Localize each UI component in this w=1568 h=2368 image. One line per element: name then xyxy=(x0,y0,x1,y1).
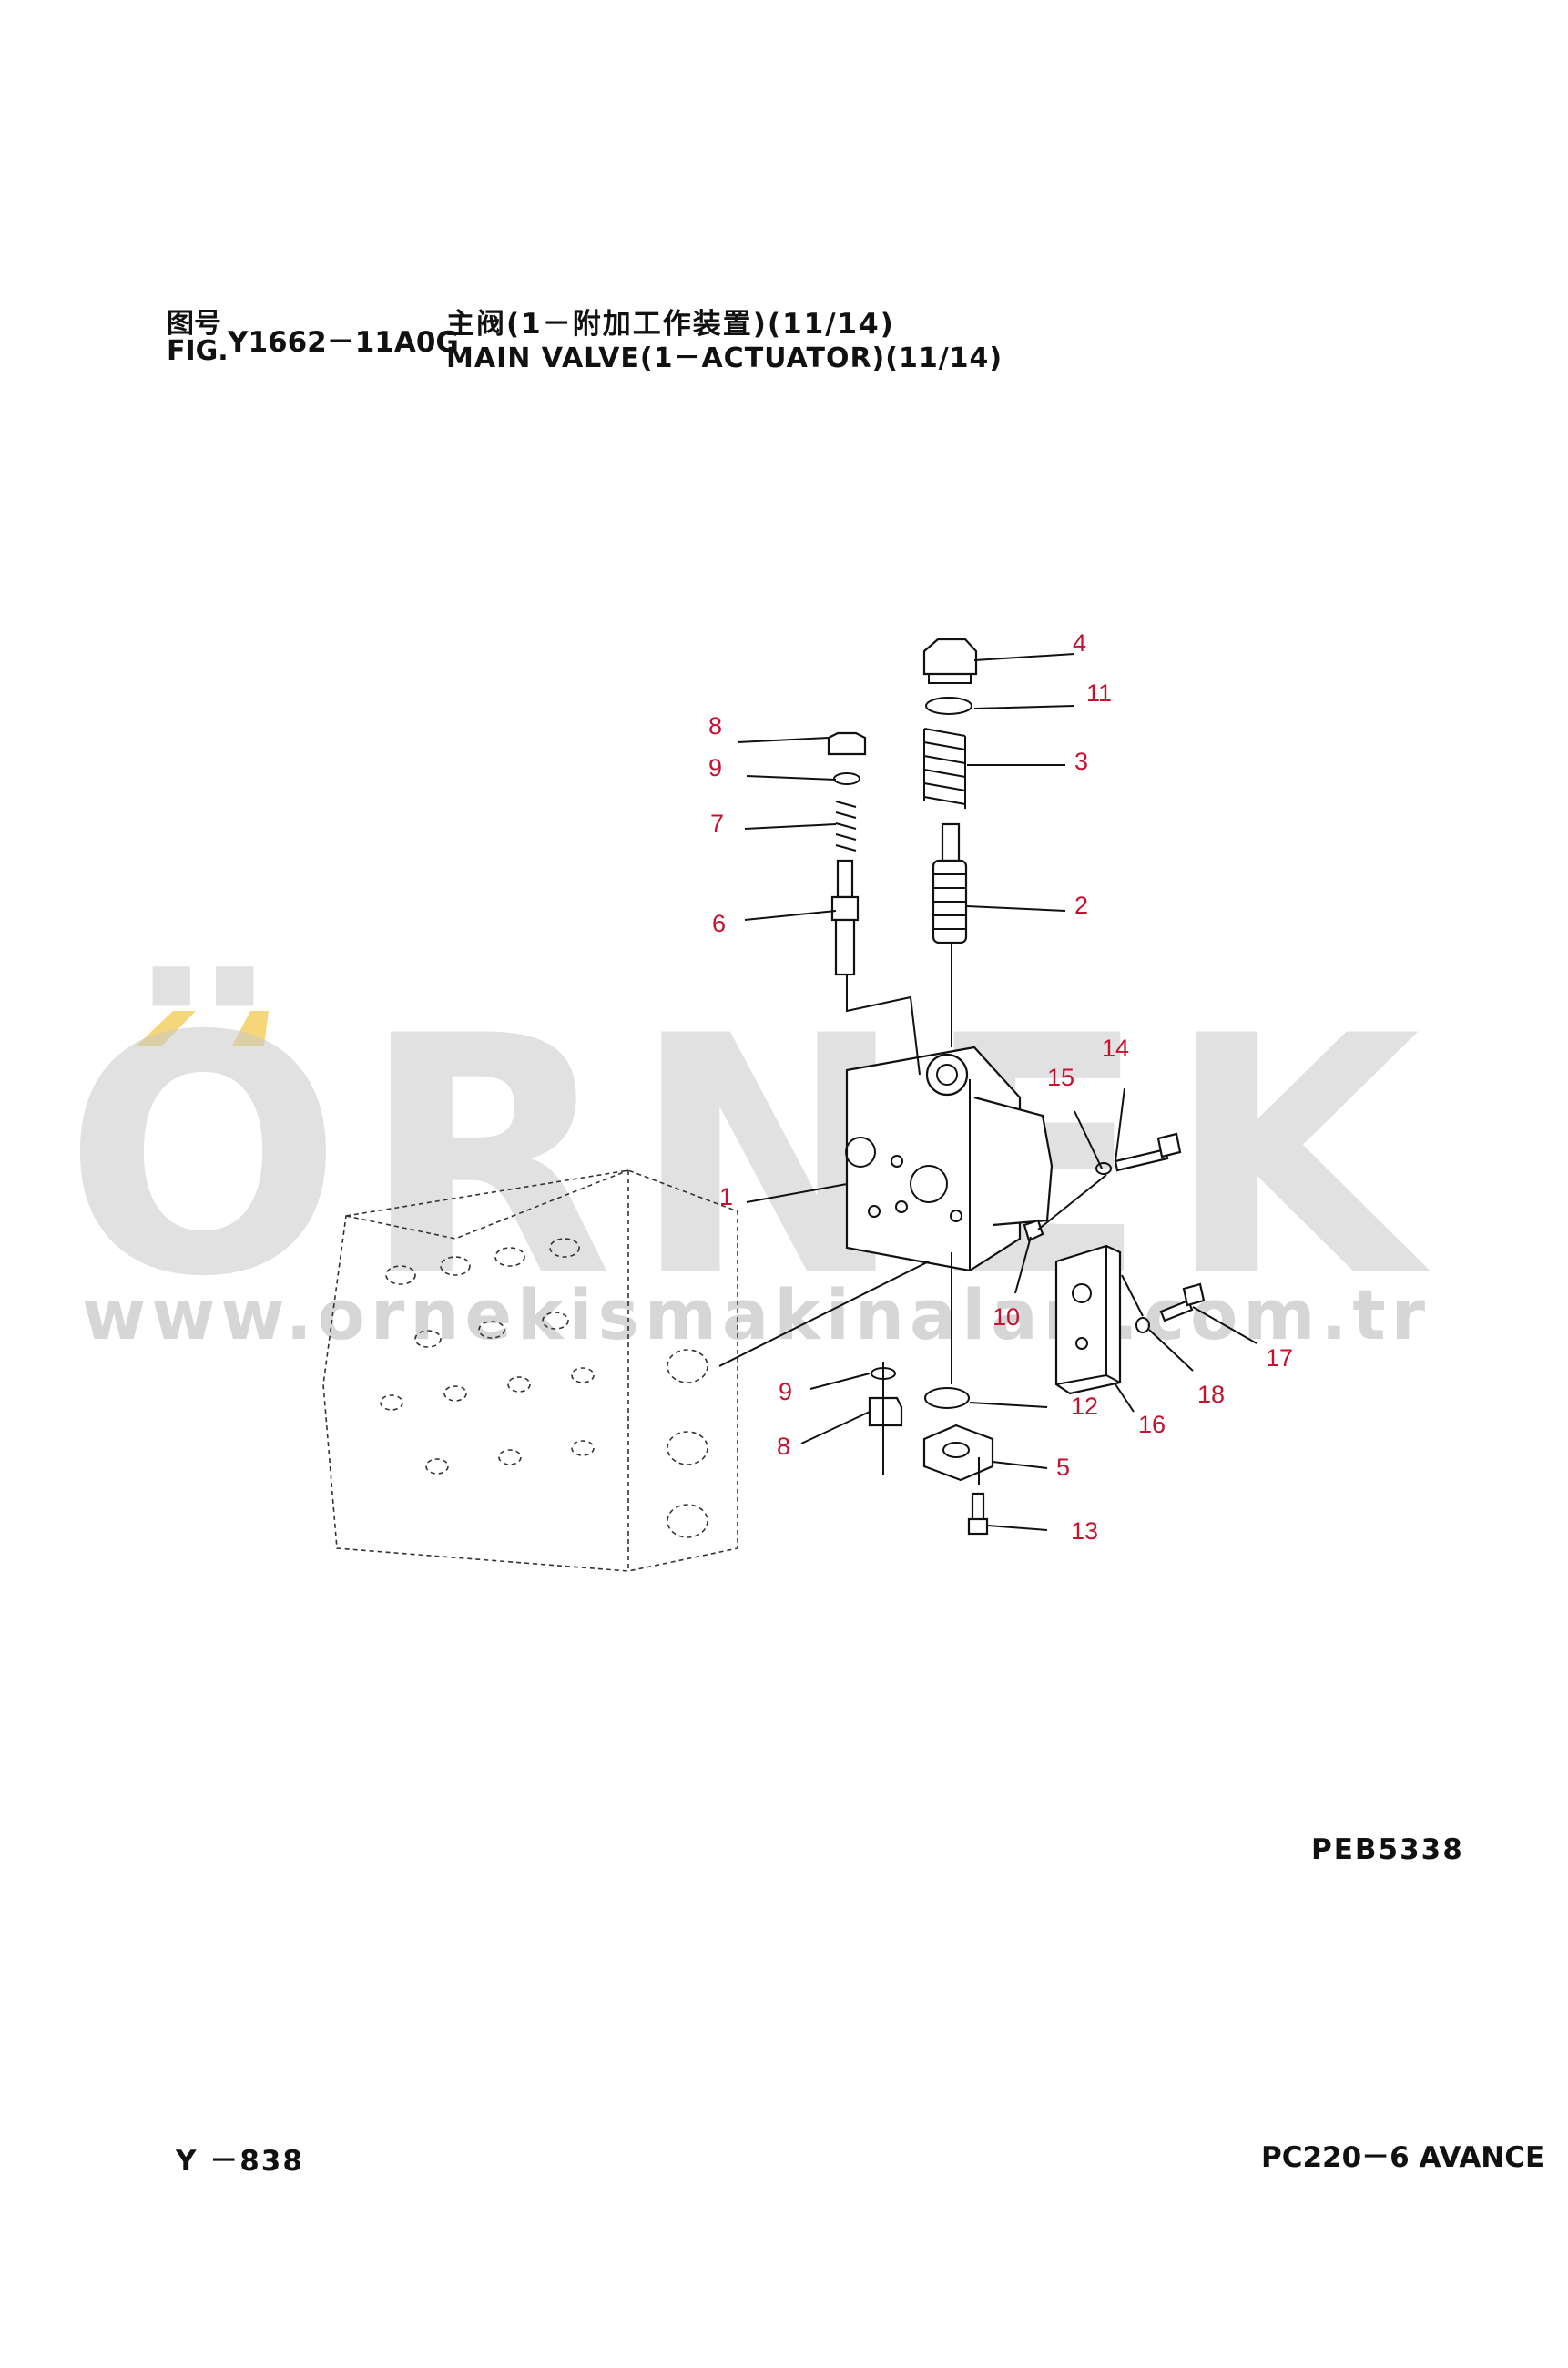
part-15-washer xyxy=(1095,1162,1112,1175)
part-6-spool xyxy=(830,859,860,976)
part-8-plug-top xyxy=(827,731,867,756)
callout-2: 2 xyxy=(1074,892,1088,919)
part-12-o-ring xyxy=(924,1387,970,1409)
callout-15: 15 xyxy=(1047,1064,1074,1091)
model-name: PC220－6 AVANCE xyxy=(1261,2141,1545,2174)
callout-18: 18 xyxy=(1197,1381,1225,1408)
leader-lines xyxy=(718,653,1257,1531)
callout-6: 6 xyxy=(712,910,726,937)
title-english: MAIN VALVE(1－ACTUATOR)(11/14) xyxy=(446,342,1003,374)
callout-10: 10 xyxy=(993,1303,1020,1331)
part-18-washer xyxy=(1135,1317,1150,1333)
part-13-bolt xyxy=(967,1492,989,1536)
callout-9: 9 xyxy=(708,754,722,781)
watermark-accent-right xyxy=(232,1011,269,1046)
part-3-spring xyxy=(923,728,966,809)
part-7-spring xyxy=(835,801,857,852)
callout-4: 4 xyxy=(1073,629,1086,657)
part-8-plug-bottom xyxy=(868,1396,903,1427)
callout-9-lower: 9 xyxy=(779,1378,792,1405)
callout-5: 5 xyxy=(1056,1454,1070,1481)
figure-code: Y1662－11A0G xyxy=(228,326,459,359)
part-4-plug xyxy=(922,638,978,684)
part-5-flange xyxy=(922,1424,994,1482)
watermark-accent-left xyxy=(137,1011,196,1046)
part-10-plug xyxy=(1023,1219,1044,1242)
callout-1: 1 xyxy=(719,1183,733,1210)
callout-labels: 1 2 3 4 5 6 7 8 9 10 11 12 13 14 15 16 1… xyxy=(708,629,1293,1545)
figure-label-en: FIG. xyxy=(167,335,229,367)
part-11-o-ring xyxy=(925,697,972,715)
callout-8-lower: 8 xyxy=(777,1433,790,1460)
drawing-code: PEB5338 xyxy=(1311,1833,1464,1866)
callout-13: 13 xyxy=(1071,1517,1098,1545)
part-17-bolt xyxy=(1159,1282,1206,1322)
callout-8: 8 xyxy=(708,712,722,740)
callout-17: 17 xyxy=(1266,1344,1293,1372)
figure-label-cn: 图号 xyxy=(167,308,221,340)
valve-block-outline xyxy=(322,1169,738,1572)
title-chinese: 主阀(1－附加工作装置)(11/14) xyxy=(446,308,895,341)
watermark: ÖRNEK www.ornekismakinalari.com.tr xyxy=(64,964,1438,1356)
callout-12: 12 xyxy=(1071,1393,1098,1420)
callout-7: 7 xyxy=(710,810,724,837)
part-14-bolt xyxy=(1114,1132,1182,1172)
callout-3: 3 xyxy=(1074,748,1088,775)
watermark-brand: ÖRNEK xyxy=(64,964,1438,1349)
callout-14: 14 xyxy=(1102,1035,1129,1062)
callout-11: 11 xyxy=(1086,679,1112,707)
callout-16: 16 xyxy=(1138,1411,1166,1438)
part-2-spool xyxy=(932,822,968,944)
watermark-url: www.ornekismakinalari.com.tr xyxy=(82,1274,1431,1355)
part-1-valve-section xyxy=(845,1046,1054,1272)
page-number: Y －838 xyxy=(176,2145,304,2178)
part-9-o-ring-top xyxy=(833,772,860,785)
part-16-plate xyxy=(1054,1244,1122,1395)
